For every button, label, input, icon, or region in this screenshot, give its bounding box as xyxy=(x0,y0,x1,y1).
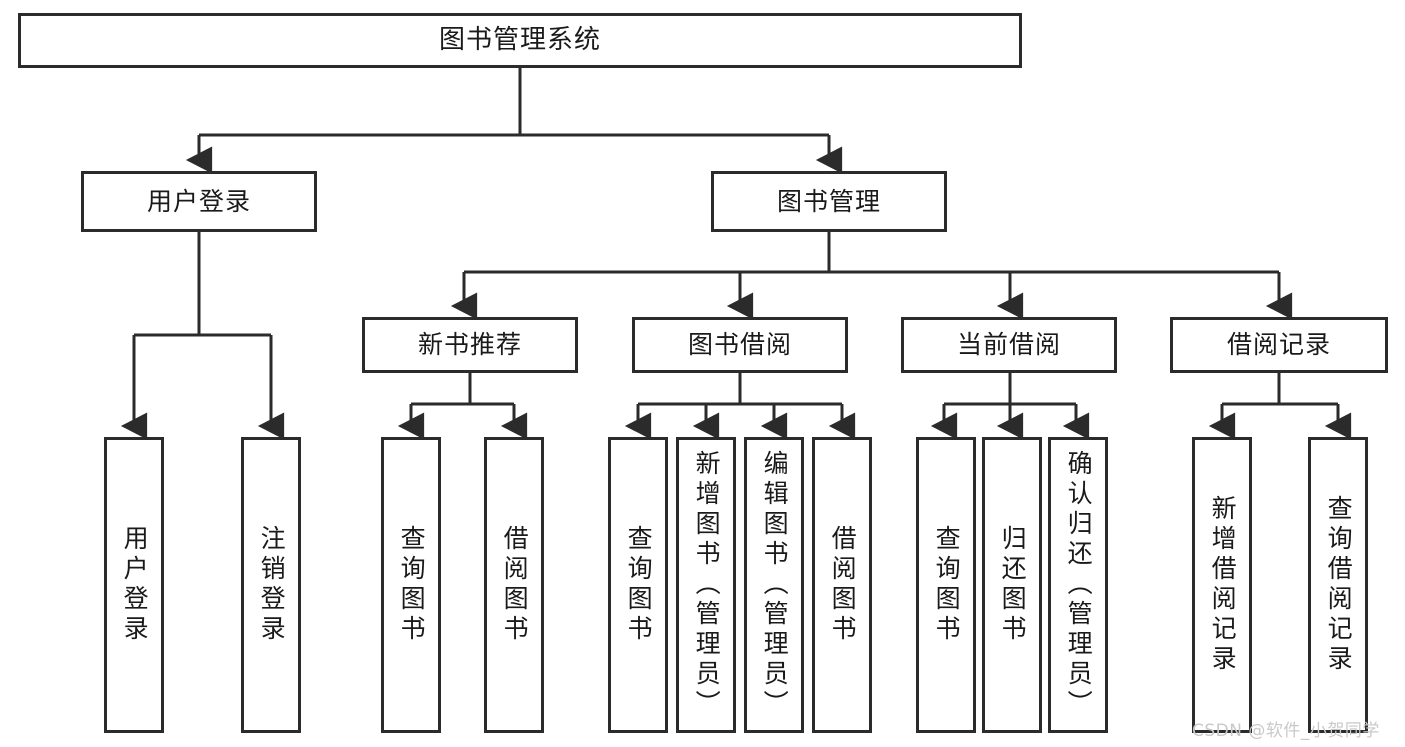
node-label: 新增借阅记录 xyxy=(1208,495,1238,675)
node-current-borrow[interactable]: 当前借阅 xyxy=(901,317,1117,373)
leaf-logout[interactable]: 注销登录 xyxy=(241,437,301,733)
node-label: 注销登录 xyxy=(257,525,287,645)
node-label: 归还图书 xyxy=(998,525,1028,645)
leaf-query-book-recommendation[interactable]: 查询图书 xyxy=(381,437,441,733)
node-label: 查询借阅记录 xyxy=(1324,495,1354,675)
node-label: 当前借阅 xyxy=(956,330,1061,360)
leaf-query-book-borrow[interactable]: 查询图书 xyxy=(608,437,668,733)
node-borrow-records[interactable]: 借阅记录 xyxy=(1170,317,1388,373)
node-label: 用户登录 xyxy=(120,525,150,645)
node-user-login[interactable]: 用户登录 xyxy=(81,171,317,232)
leaf-query-borrow-record[interactable]: 查询借阅记录 xyxy=(1308,437,1368,733)
node-root-system[interactable]: 图书管理系统 xyxy=(18,13,1022,68)
node-label: 借阅图书 xyxy=(500,525,530,645)
node-label: 图书借阅 xyxy=(687,330,792,360)
node-book-management[interactable]: 图书管理 xyxy=(711,171,947,232)
node-label: 新增图书（管理员） xyxy=(692,450,722,720)
node-label: 编辑图书（管理员） xyxy=(760,450,790,720)
leaf-edit-book-admin[interactable]: 编辑图书（管理员） xyxy=(744,437,804,733)
node-new-book-recommendation[interactable]: 新书推荐 xyxy=(362,317,578,373)
leaf-borrow-book-recommendation[interactable]: 借阅图书 xyxy=(484,437,544,733)
leaf-confirm-return-admin[interactable]: 确认归还（管理员） xyxy=(1048,437,1108,733)
node-label: 查询图书 xyxy=(932,525,962,645)
leaf-query-book-current[interactable]: 查询图书 xyxy=(916,437,976,733)
node-label: 借阅图书 xyxy=(828,525,858,645)
node-label: 查询图书 xyxy=(624,525,654,645)
watermark-text: CSDN @软件_小贺同学 xyxy=(1192,721,1380,741)
node-label: 用户登录 xyxy=(146,186,251,216)
node-label: 确认归还（管理员） xyxy=(1064,450,1094,720)
node-label: 新书推荐 xyxy=(417,330,522,360)
node-book-borrow[interactable]: 图书借阅 xyxy=(632,317,848,373)
leaf-return-book[interactable]: 归还图书 xyxy=(982,437,1042,733)
node-label: 查询图书 xyxy=(397,525,427,645)
node-label: 借阅记录 xyxy=(1226,330,1331,360)
leaf-add-borrow-record[interactable]: 新增借阅记录 xyxy=(1192,437,1252,733)
leaf-borrow-book[interactable]: 借阅图书 xyxy=(812,437,872,733)
node-label: 图书管理系统 xyxy=(438,25,601,56)
node-label: 图书管理 xyxy=(776,186,881,216)
leaf-user-login[interactable]: 用户登录 xyxy=(104,437,164,733)
leaf-add-book-admin[interactable]: 新增图书（管理员） xyxy=(676,437,736,733)
